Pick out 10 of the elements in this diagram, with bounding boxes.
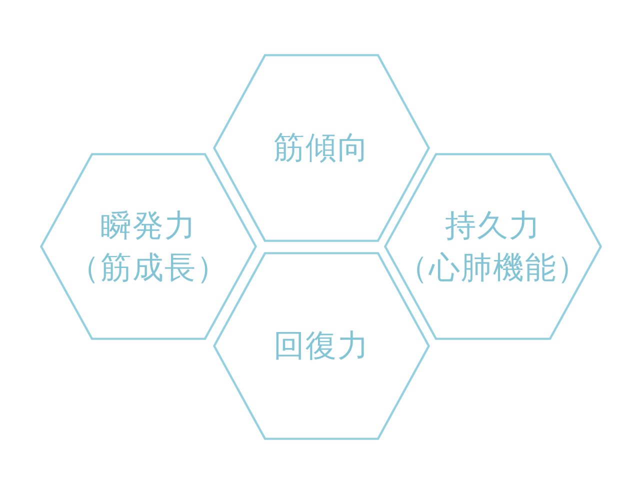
hexagon xyxy=(384,153,602,340)
hexagon-title: 回復力 xyxy=(274,327,370,366)
hexagon-title: 筋傾向 xyxy=(274,129,370,168)
hexagon-title: 持久力 xyxy=(445,206,541,246)
hexagon xyxy=(40,153,257,340)
hexagon-subtitle: （筋成長） xyxy=(68,248,228,288)
hexagon xyxy=(213,252,430,440)
hexagon xyxy=(213,54,430,242)
hexagon-title: 瞬発力 xyxy=(100,206,196,246)
hexagon-subtitle: （心肺機能） xyxy=(397,248,589,288)
